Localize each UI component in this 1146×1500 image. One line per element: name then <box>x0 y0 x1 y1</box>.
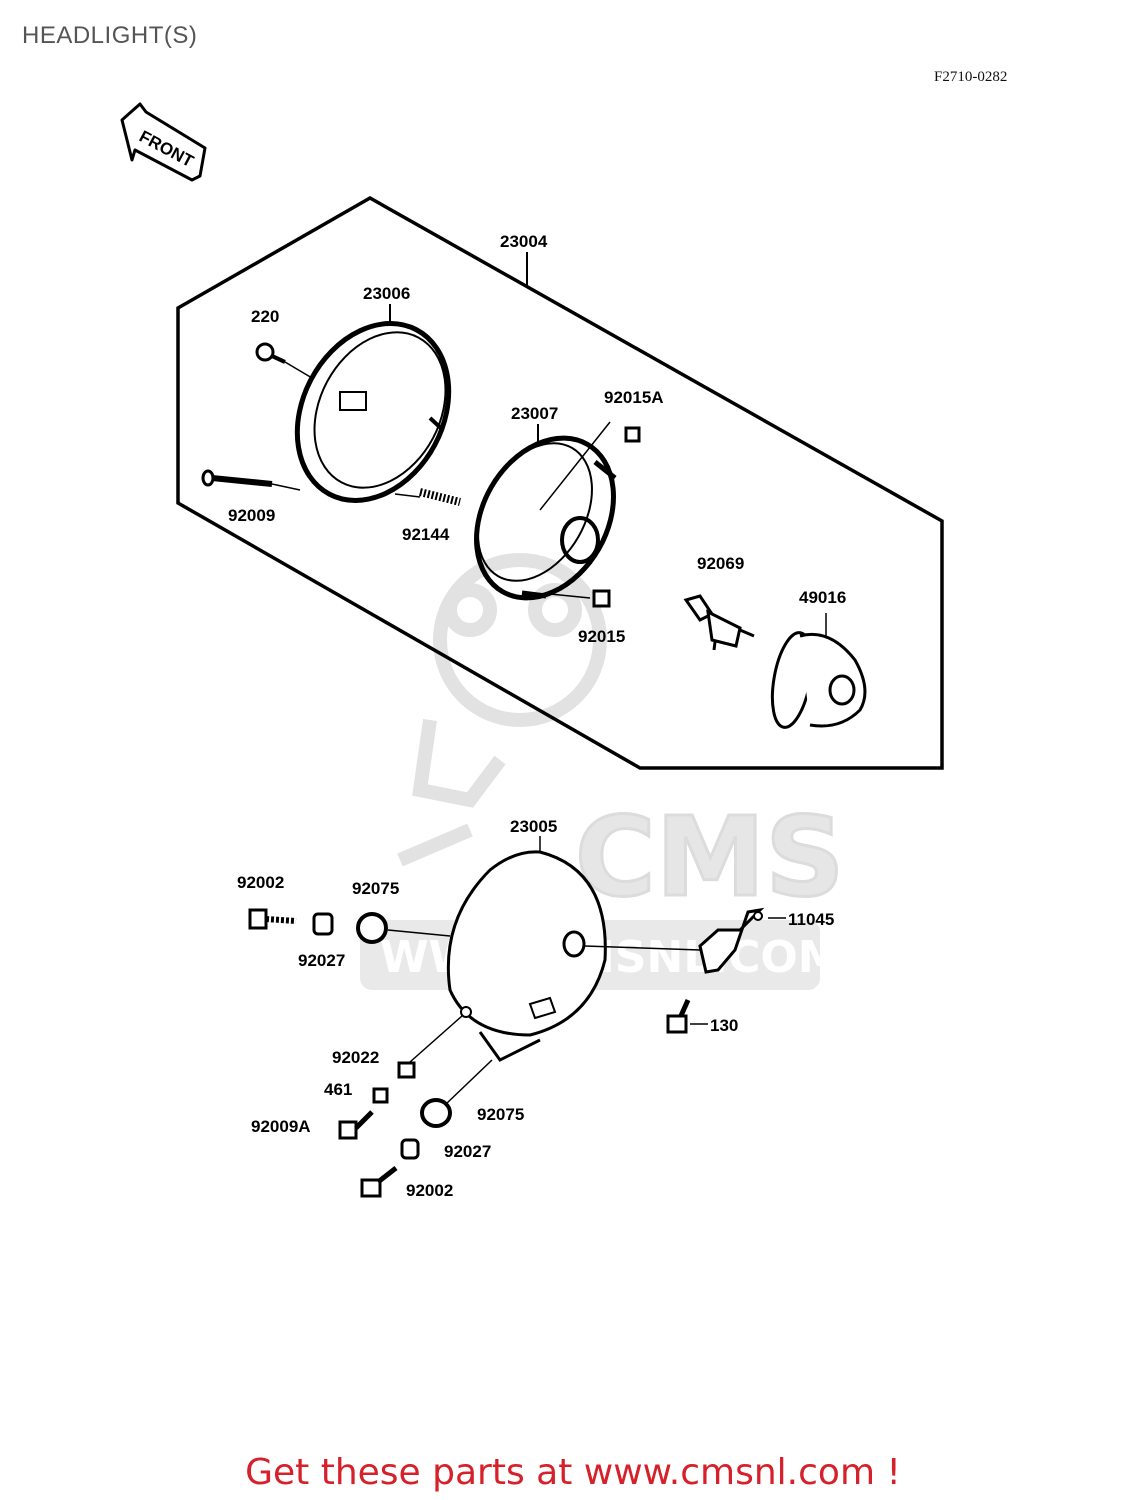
footer-promo-text[interactable]: Get these parts at www.cmsnl.com ! <box>245 1452 901 1493</box>
grommet-92075-lower-icon <box>420 1059 493 1128</box>
collar-92027-icon <box>312 912 334 936</box>
screw-220-icon <box>255 342 313 379</box>
bolt-92002-icon <box>248 908 297 930</box>
label-130: 130 <box>710 1016 738 1035</box>
svg-text:CMS: CMS <box>575 793 844 921</box>
label-92075-upper: 92075 <box>352 879 399 898</box>
nut-92015-icon <box>549 589 611 608</box>
page-title: HEADLIGHT(S) <box>22 22 198 49</box>
reflector-23007-icon <box>474 421 617 601</box>
assembly-frame <box>176 195 944 770</box>
boot-49016-icon <box>770 613 867 729</box>
label-92022: 92022 <box>332 1048 379 1067</box>
label-92002-upper: 92002 <box>237 873 284 892</box>
label-92027-lower: 92027 <box>444 1142 491 1161</box>
bracket-11045-icon <box>584 907 786 974</box>
housing-23005-icon <box>446 836 607 1062</box>
label-92009A: 92009A <box>251 1117 311 1136</box>
label-92144: 92144 <box>402 525 450 544</box>
label-23004: 23004 <box>500 232 548 251</box>
label-23006: 23006 <box>363 284 410 303</box>
watermark-logo <box>397 553 607 867</box>
label-23005: 23005 <box>510 817 557 836</box>
label-92009: 92009 <box>228 506 275 525</box>
bolt-92009A-icon <box>338 1110 374 1140</box>
spring-nut-461-icon <box>372 1087 389 1104</box>
collar-92027-lower-icon <box>400 1138 420 1160</box>
label-92075-lower: 92075 <box>477 1105 524 1124</box>
label-92015A: 92015A <box>604 388 664 407</box>
rim-23006-icon <box>294 321 452 503</box>
screw-92009-icon <box>201 469 301 491</box>
label-220: 220 <box>251 307 279 326</box>
parts-diagram: CMS WWW.CMSNL.COM FRONT <box>120 102 944 1200</box>
label-92002-lower: 92002 <box>406 1181 453 1200</box>
label-92015: 92015 <box>578 627 625 646</box>
diagram-code: F2710-0282 <box>934 69 1008 85</box>
label-92027-upper: 92027 <box>298 951 345 970</box>
label-49016: 49016 <box>799 588 846 607</box>
grommet-92075-icon <box>356 912 451 944</box>
label-92069: 92069 <box>697 554 744 573</box>
label-11045: 11045 <box>788 910 834 929</box>
label-461: 461 <box>324 1080 352 1099</box>
front-arrow-icon: FRONT <box>120 102 207 182</box>
bolt-130-icon <box>666 998 708 1034</box>
bulb-92069-icon <box>683 594 755 651</box>
spring-92144-icon <box>394 488 461 506</box>
nut-92015A-icon <box>624 426 641 443</box>
nut-92022-icon <box>397 1015 463 1079</box>
label-23007: 23007 <box>511 404 558 423</box>
bolt-92002-lower-icon <box>360 1166 398 1198</box>
